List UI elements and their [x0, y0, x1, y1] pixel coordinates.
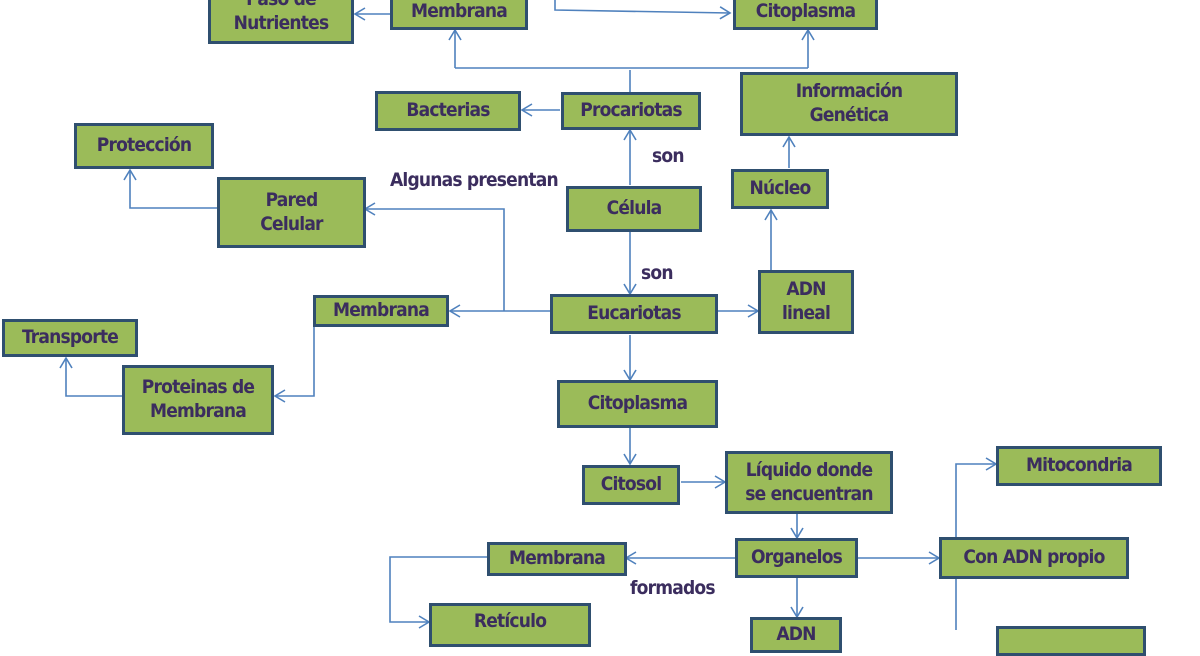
node-reticulo: Retículo — [429, 603, 591, 647]
node-membrana-bottom: Membrana — [487, 542, 627, 576]
label-son-top: son — [652, 145, 684, 167]
node-citoplasma-mid: Citoplasma — [557, 380, 718, 428]
node-proteccion: Protección — [74, 123, 214, 169]
node-transporte: Transporte — [2, 319, 138, 357]
node-paso-nutrientes: Paso de Nutrientes — [208, 0, 354, 44]
label-formados: formados — [630, 577, 716, 599]
node-proteinas-membrana: Proteinas de Membrana — [122, 365, 274, 435]
node-celula: Célula — [566, 186, 702, 232]
node-liquido: Líquido donde se encuentran — [725, 451, 893, 514]
node-bacterias: Bacterias — [375, 91, 521, 131]
node-citosol: Citosol — [582, 465, 680, 505]
node-adn-lineal: ADN lineal — [758, 270, 854, 334]
node-mitocondria: Mitocondria — [996, 446, 1162, 486]
label-algunas-presentan: Algunas presentan — [390, 169, 559, 191]
node-membrana-top: Membrana — [390, 0, 528, 30]
node-eucariotas: Eucariotas — [550, 294, 718, 334]
node-membrana-mid: Membrana — [313, 295, 449, 327]
node-organelos: Organelos — [735, 538, 858, 578]
node-cut-off-bottom-right — [996, 626, 1146, 656]
label-son-bottom: son — [641, 262, 673, 284]
connector-lines — [59, 0, 998, 630]
node-adn-bottom: ADN — [750, 617, 842, 653]
node-informacion-genetica: Información Genética — [740, 72, 958, 136]
node-procariotas: Procariotas — [561, 92, 701, 130]
node-con-adn-propio: Con ADN propio — [939, 537, 1129, 579]
node-citoplasma-top: Citoplasma — [733, 0, 878, 30]
node-pared-celular: Pared Celular — [217, 177, 366, 248]
node-nucleo: Núcleo — [731, 169, 829, 209]
